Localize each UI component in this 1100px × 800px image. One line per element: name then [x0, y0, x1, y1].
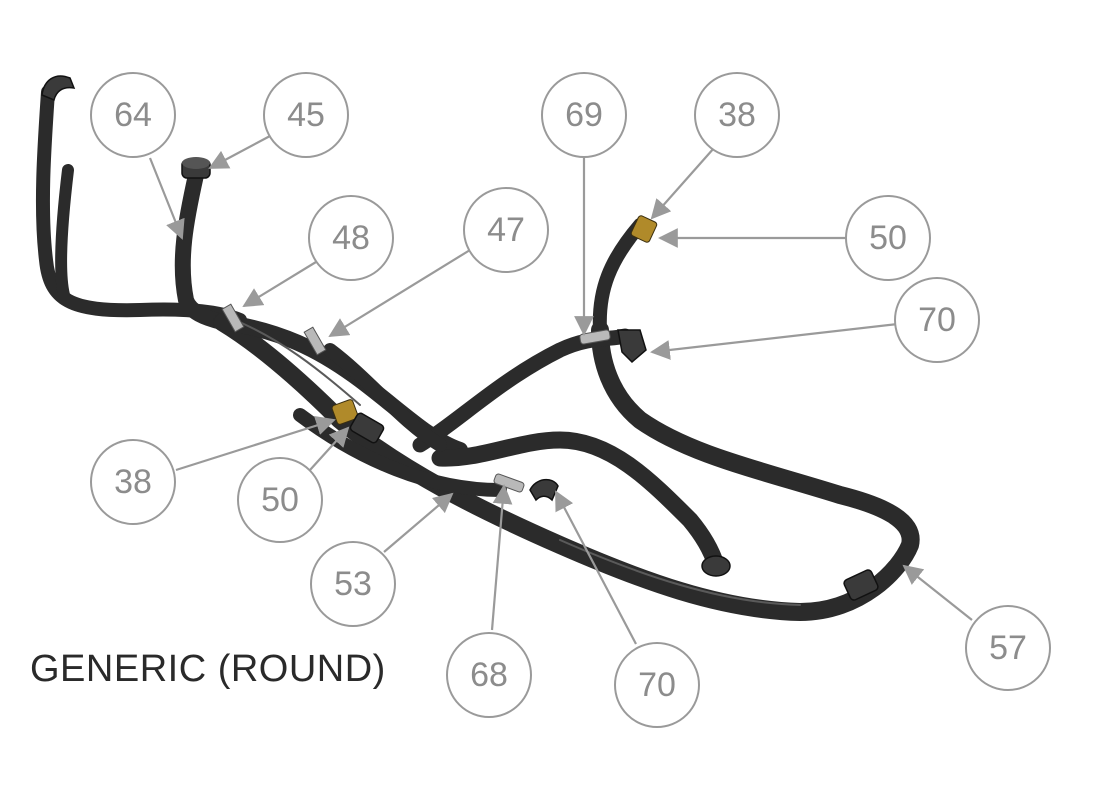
balloon-50-lower: 50	[237, 457, 323, 543]
balloon-label: 68	[470, 656, 508, 694]
clamp-47	[303, 326, 327, 356]
coupler-53	[349, 412, 385, 444]
leader-70-upper	[650, 322, 899, 360]
balloon-label: 57	[989, 629, 1027, 667]
balloon-57: 57	[965, 605, 1051, 691]
balloons: 64 45 48 47 69 38 50 70 38 50 53 68 70 5…	[90, 72, 1051, 728]
balloon-69: 69	[541, 72, 627, 158]
clamp-57	[843, 569, 879, 601]
balloon-48: 48	[308, 195, 394, 281]
diagram-caption: GENERIC (ROUND)	[30, 648, 386, 690]
leader-lines	[148, 135, 973, 645]
balloon-label: 48	[332, 219, 370, 257]
hose-end-45-opening	[182, 157, 210, 169]
balloon-38-lower: 38	[90, 439, 176, 525]
leader-48	[242, 261, 317, 308]
hose-harness	[35, 85, 920, 621]
leader-68	[490, 484, 513, 631]
leader-38-lower	[175, 415, 336, 472]
balloon-label: 50	[261, 481, 299, 519]
hose-38-riser	[592, 218, 647, 337]
leader-70-lower	[555, 490, 637, 645]
balloon-68: 68	[446, 632, 532, 718]
elbow-fitting-70-lower	[529, 478, 559, 502]
fittings	[41, 75, 879, 601]
elbow-fitting-70-upper	[617, 329, 647, 364]
balloon-47: 47	[463, 187, 549, 273]
balloon-label: 38	[718, 96, 756, 134]
balloon-64: 64	[90, 72, 176, 158]
hose-64-riser	[174, 167, 230, 330]
balloon-label: 47	[487, 211, 525, 249]
balloon-label: 70	[918, 301, 956, 339]
leader-53	[383, 492, 454, 553]
elbow-fitting-top-left	[41, 75, 76, 102]
balloon-label: 53	[334, 565, 372, 603]
hose-main-trunk	[213, 313, 920, 621]
balloon-label: 69	[565, 96, 603, 134]
balloon-38-upper: 38	[694, 72, 780, 158]
leader-47	[328, 249, 471, 338]
leader-45	[208, 135, 271, 169]
leader-64	[148, 157, 185, 240]
balloon-70-upper: 70	[894, 277, 980, 363]
leader-38-upper	[650, 147, 715, 220]
brass-fitting-38-upper	[630, 215, 658, 243]
balloon-70-lower: 70	[614, 642, 700, 728]
balloon-label: 50	[869, 219, 907, 257]
balloon-45: 45	[263, 72, 349, 158]
balloon-label: 45	[287, 96, 325, 134]
balloon-50-upper: 50	[845, 195, 931, 281]
leader-50-lower	[309, 426, 350, 471]
clamp-48	[221, 303, 245, 333]
hose-end-cap	[701, 555, 731, 577]
balloon-label: 64	[114, 96, 152, 134]
balloon-label: 70	[638, 666, 676, 704]
hose-lower-branch	[431, 431, 725, 574]
balloon-label: 38	[114, 463, 152, 501]
balloon-53: 53	[310, 541, 396, 627]
brass-fitting-38-lower	[331, 399, 359, 425]
leader-57	[902, 564, 973, 621]
